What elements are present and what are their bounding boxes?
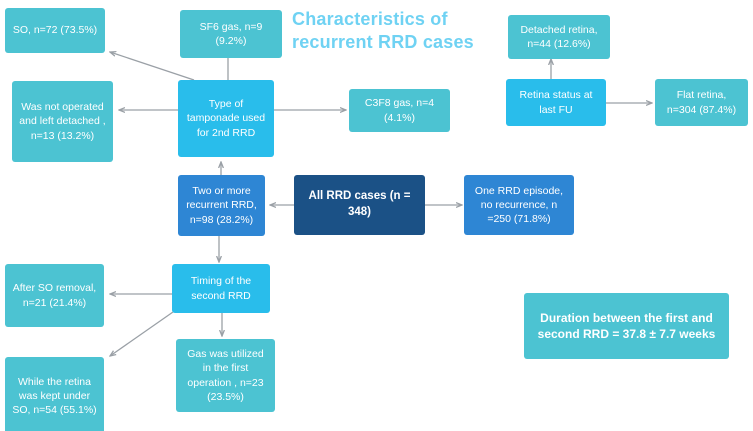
node-gas-first-operation[interactable]: Gas was utilized in the first operation … [176,339,275,412]
node-detached-retina[interactable]: Detached retina, n=44 (12.6%) [508,15,610,59]
node-retina-status[interactable]: Retina status at last FU [506,79,606,126]
node-tamponade-type[interactable]: Type of tamponade used for 2nd RRD [178,80,274,157]
edge-timing-to-under-so [110,311,174,356]
node-duration-summary: Duration between the first and second RR… [524,293,729,359]
page-title: Characteristics of recurrent RRD cases [292,9,474,52]
node-one-rrd-episode[interactable]: One RRD episode, no recurrence, n =250 (… [464,175,574,235]
node-so[interactable]: SO, n=72 (73.5%) [5,8,105,53]
node-all-rrd-cases[interactable]: All RRD cases (n = 348) [294,175,425,235]
node-not-operated[interactable]: Was not operated and left detached , n=1… [12,81,113,162]
node-sf6-gas[interactable]: SF6 gas, n=9 (9.2%) [180,10,282,58]
node-c3f8-gas[interactable]: C3F8 gas, n=4 (4.1%) [349,89,450,132]
node-after-so-removal[interactable]: After SO removal, n=21 (21.4%) [5,264,104,327]
node-while-under-so[interactable]: While the retina was kept under SO, n=54… [5,357,104,431]
node-flat-retina[interactable]: Flat retina, n=304 (87.4%) [655,79,748,126]
edge-tamponade-to-so [110,52,195,81]
node-two-or-more-recurrent[interactable]: Two or more recurrent RRD, n=98 (28.2%) [178,175,265,236]
node-timing-second-rrd[interactable]: Timing of the second RRD [172,264,270,313]
